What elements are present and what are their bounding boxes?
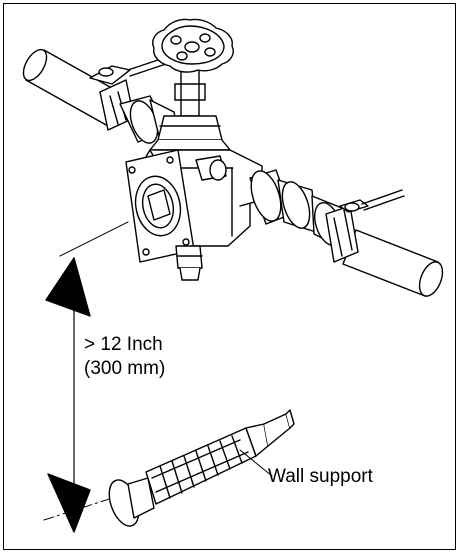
- right-pipe: [342, 229, 444, 297]
- wall-support-label: Wall support: [268, 466, 373, 487]
- handwheel: [152, 18, 234, 73]
- sight-glass-flange: [125, 149, 195, 263]
- drain-plug: [175, 245, 203, 281]
- right-hose-clamp: [325, 189, 405, 263]
- arrow-up-icon: [45, 257, 91, 317]
- arrow-down-icon: [47, 473, 91, 533]
- wall-support-leader: [239, 449, 273, 477]
- distance-metric-label: (300 mm): [84, 358, 166, 379]
- dimension-arrows: [45, 257, 91, 533]
- valve-bonnet: [149, 115, 231, 151]
- side-fitting: [195, 155, 227, 181]
- wall-support-anchor: [108, 409, 295, 527]
- distance-imperial-label: > 12 Inch: [84, 334, 163, 355]
